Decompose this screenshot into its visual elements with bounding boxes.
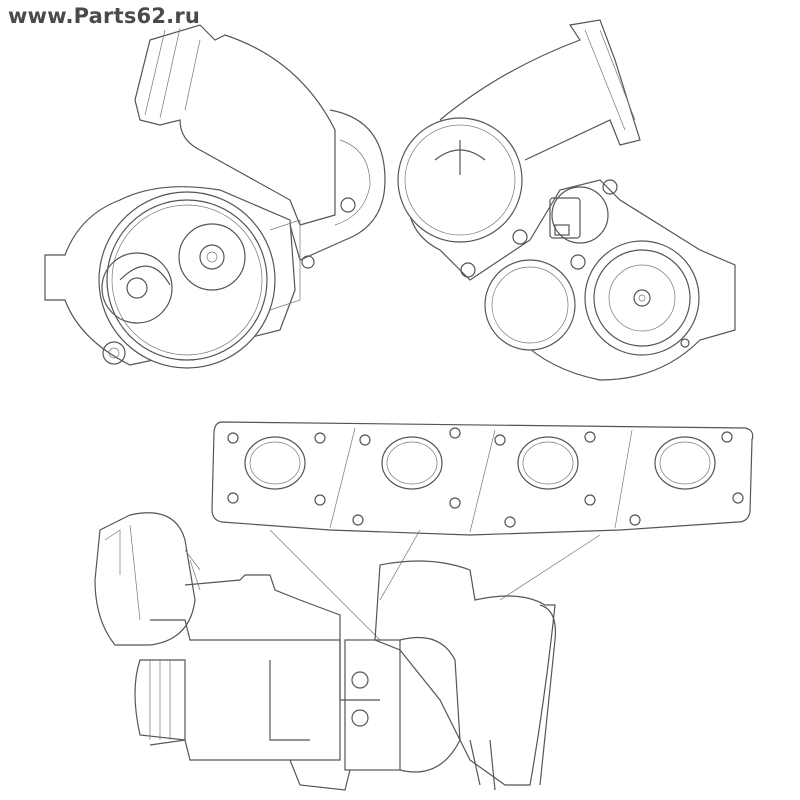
view-compressor-end [44,24,386,369]
view-side [94,512,601,791]
watermark: www.Parts62.ru [8,4,201,28]
manifold-flange [211,421,754,536]
view-turbine-end [397,19,736,381]
